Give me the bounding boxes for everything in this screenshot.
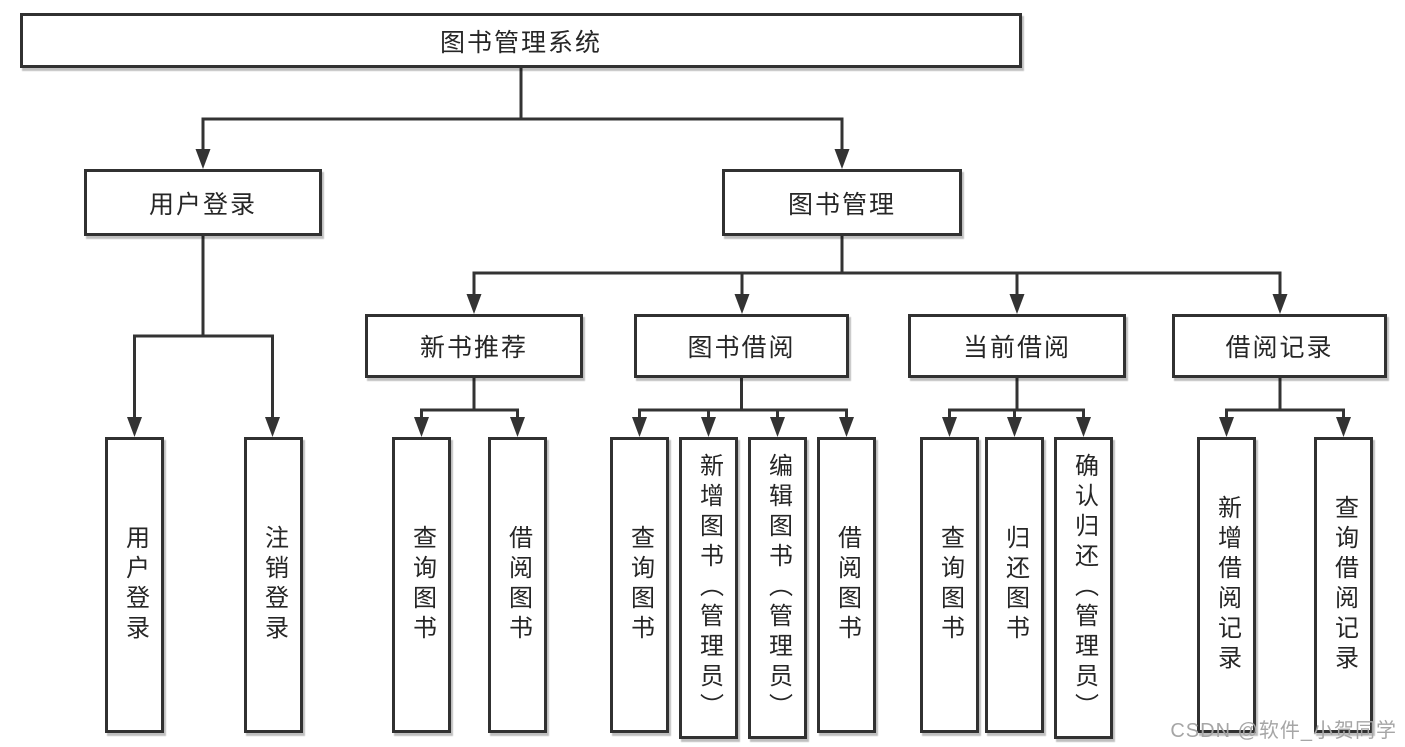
leaf-add-book-admin: 新增图书（管理员） bbox=[679, 437, 738, 739]
watermark: CSDN @软件_小贺同学 bbox=[1170, 720, 1397, 742]
node-library-system-label: 图书管理系统 bbox=[439, 28, 602, 57]
leaf-edit-book-admin: 编辑图书（管理员） bbox=[748, 437, 807, 739]
node-user-login: 用户登录 bbox=[84, 169, 322, 236]
node-new-book-recommend-label: 新书推荐 bbox=[419, 334, 528, 362]
leaf-query-books-current-label: 查询图书 bbox=[936, 525, 964, 645]
leaf-confirm-return-admin: 确认归还（管理员） bbox=[1054, 437, 1113, 739]
leaf-user-login: 用户登录 bbox=[105, 437, 164, 733]
leaf-add-borrow-record-label: 新增借阅记录 bbox=[1213, 495, 1241, 675]
leaf-add-book-admin-label: 新增图书（管理员） bbox=[695, 453, 723, 723]
leaf-borrow-books-recommend: 借阅图书 bbox=[488, 437, 547, 733]
leaf-edit-book-admin-label: 编辑图书（管理员） bbox=[764, 453, 792, 723]
leaf-add-borrow-record: 新增借阅记录 bbox=[1197, 437, 1256, 733]
leaf-return-book: 归还图书 bbox=[985, 437, 1044, 733]
leaf-query-borrow-record-label: 查询借阅记录 bbox=[1330, 495, 1358, 675]
node-user-login-label: 用户登录 bbox=[148, 190, 257, 219]
leaf-user-login-label: 用户登录 bbox=[121, 525, 149, 645]
leaf-query-books-recommend-label: 查询图书 bbox=[408, 525, 436, 645]
node-book-borrowing-label: 图书借阅 bbox=[687, 334, 796, 362]
node-book-management: 图书管理 bbox=[722, 169, 962, 236]
leaf-borrow-books-borrowing-label: 借阅图书 bbox=[833, 525, 861, 645]
leaf-query-books-borrowing-label: 查询图书 bbox=[626, 525, 654, 645]
node-library-system: 图书管理系统 bbox=[20, 13, 1022, 68]
node-borrowing-records-label: 借阅记录 bbox=[1225, 334, 1334, 362]
leaf-query-books-recommend: 查询图书 bbox=[392, 437, 451, 733]
leaf-return-book-label: 归还图书 bbox=[1001, 525, 1029, 645]
arrowheads bbox=[127, 149, 1351, 437]
leaf-borrow-books-borrowing: 借阅图书 bbox=[817, 437, 876, 733]
leaf-logout: 注销登录 bbox=[244, 437, 303, 733]
leaf-query-books-borrowing: 查询图书 bbox=[610, 437, 669, 733]
leaf-borrow-books-recommend-label: 借阅图书 bbox=[504, 525, 532, 645]
node-new-book-recommend: 新书推荐 bbox=[365, 314, 583, 378]
node-borrowing-records: 借阅记录 bbox=[1172, 314, 1387, 378]
leaf-confirm-return-admin-label: 确认归还（管理员） bbox=[1070, 453, 1098, 723]
node-current-borrowing-label: 当前借阅 bbox=[962, 334, 1071, 362]
leaf-query-books-current: 查询图书 bbox=[920, 437, 979, 733]
node-book-borrowing: 图书借阅 bbox=[634, 314, 849, 378]
leaf-logout-label: 注销登录 bbox=[260, 525, 288, 645]
leaf-query-borrow-record: 查询借阅记录 bbox=[1314, 437, 1373, 733]
node-book-management-label: 图书管理 bbox=[787, 190, 896, 219]
node-current-borrowing: 当前借阅 bbox=[908, 314, 1126, 378]
